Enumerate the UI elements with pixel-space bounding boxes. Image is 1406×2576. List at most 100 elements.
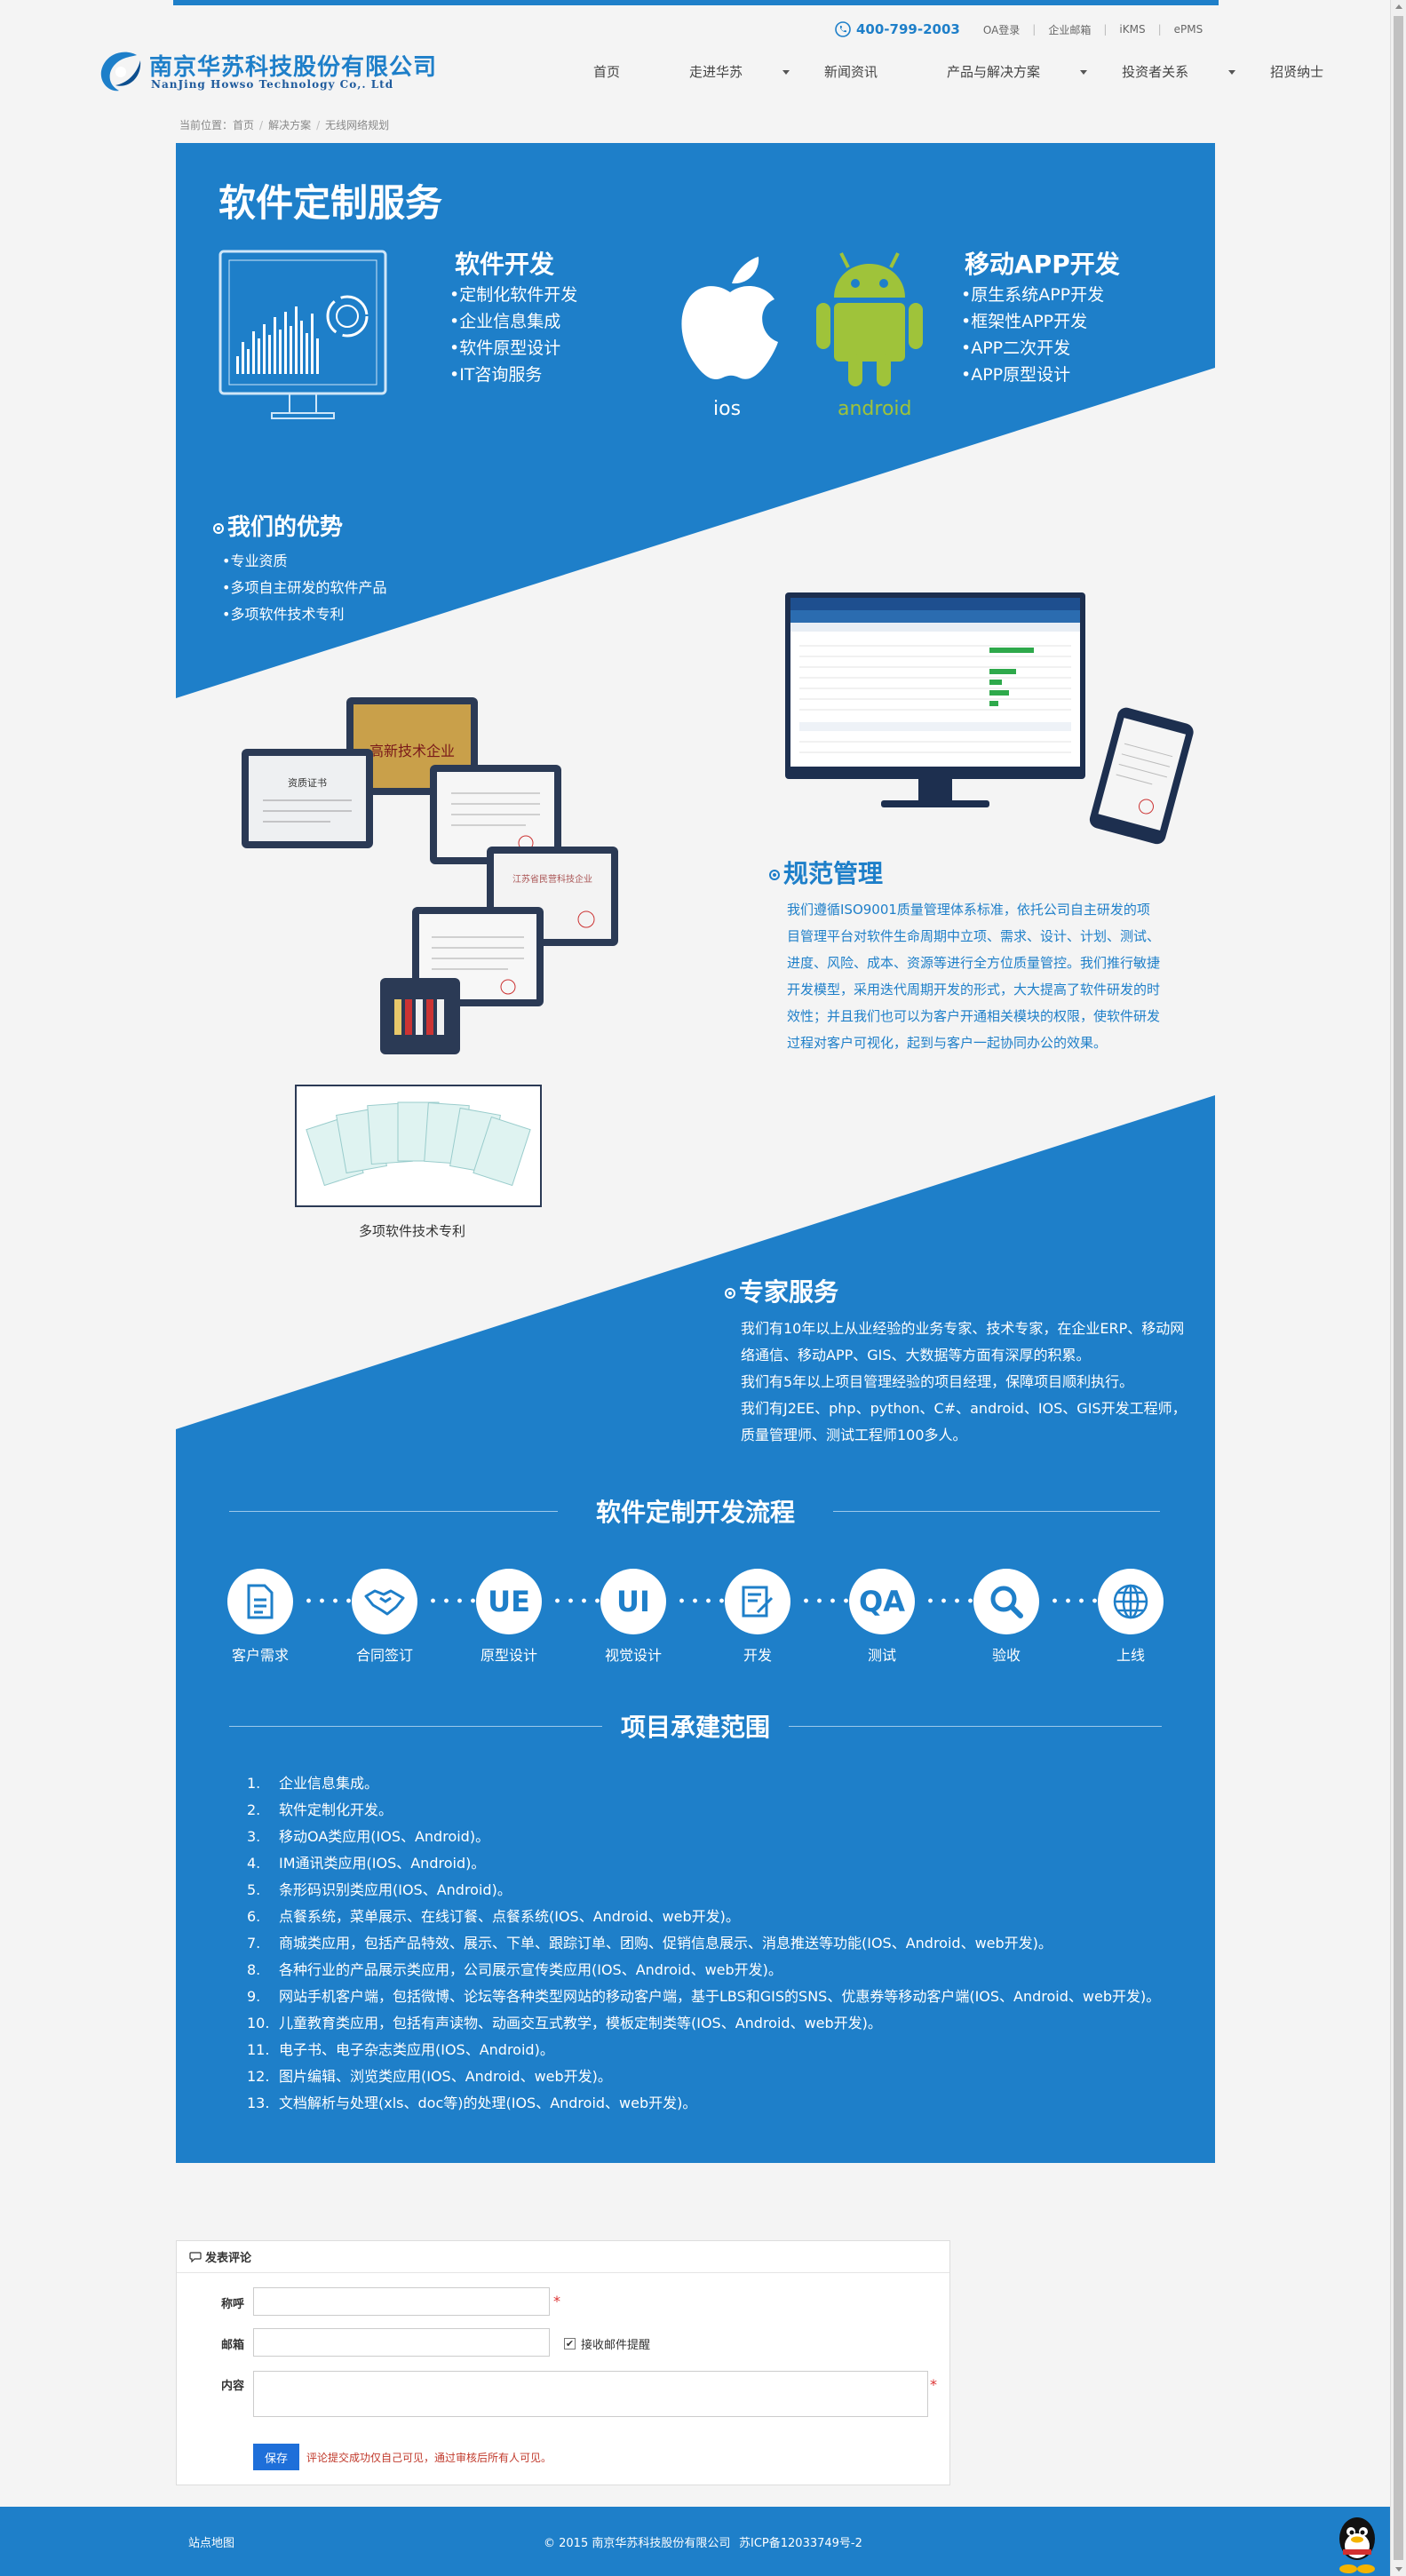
- list-item: •IT咨询服务: [449, 365, 543, 385]
- nav-item-home[interactable]: 首页: [593, 62, 655, 81]
- list-item: •软件原型设计: [449, 338, 561, 358]
- list-item: •多项软件技术专利: [222, 606, 345, 623]
- list-item: 2. 软件定制化开发。: [247, 1797, 1162, 1824]
- ue-icon: UE: [476, 1569, 542, 1634]
- dotted-connector: [426, 1598, 480, 1603]
- process-step-label: 原型设计: [480, 1647, 537, 1664]
- list-number: 12.: [247, 2068, 270, 2085]
- qq-chat-icon[interactable]: [1327, 2512, 1387, 2576]
- management-heading: 规范管理: [769, 855, 883, 890]
- scroll-down-arrow-icon[interactable]: [1395, 2567, 1402, 2572]
- save-button[interactable]: 保存: [253, 2444, 299, 2470]
- email-input[interactable]: [253, 2328, 550, 2357]
- notify-checkbox[interactable]: ✔: [564, 2338, 576, 2349]
- scrollbar-thumb[interactable]: [1394, 16, 1403, 2560]
- edit-icon: [725, 1569, 790, 1634]
- content-textarea[interactable]: [253, 2371, 928, 2417]
- dotted-connector: [799, 1598, 853, 1603]
- top-link-epms[interactable]: ePMS: [1173, 23, 1203, 36]
- nav-item-careers[interactable]: 招贤纳士: [1270, 62, 1358, 81]
- scroll-up-arrow-icon[interactable]: [1395, 4, 1402, 9]
- vertical-scrollbar[interactable]: [1390, 0, 1406, 2576]
- dotted-connector: [1048, 1598, 1101, 1603]
- android-label: android: [838, 398, 912, 420]
- dotted-connector: [675, 1598, 728, 1603]
- comment-form: 发表评论 称呼 * 邮箱 ✔ 接收邮件提醒 内容 * 保存 评论提交成功仅自己可…: [176, 2240, 950, 2485]
- divider-line: [229, 1511, 558, 1512]
- comment-note: 评论提交成功仅自己可见，通过审核后所有人可见。: [306, 2452, 552, 2464]
- page-title: 软件定制服务: [218, 181, 443, 225]
- process-step-requirements: 客户需求: [227, 1569, 293, 1665]
- breadcrumb-separator: /: [259, 119, 264, 131]
- breadcrumb-item-current: 无线网络规划: [325, 119, 390, 131]
- nav-label: 招贤纳士: [1270, 64, 1324, 80]
- phone-text: 400-799-2003: [856, 21, 960, 37]
- list-number: 13.: [247, 2095, 270, 2111]
- nav-item-investors[interactable]: 投资者关系: [1122, 62, 1236, 81]
- list-item-text: 软件定制化开发。: [279, 1801, 393, 1818]
- divider-line: [789, 1726, 1162, 1727]
- top-link-oa[interactable]: OA登录: [982, 23, 1021, 36]
- management-title: 规范管理: [783, 859, 884, 888]
- divider-line: [833, 1511, 1160, 1512]
- required-marker: *: [930, 2376, 937, 2393]
- breadcrumb-item-solutions[interactable]: 解决方案: [268, 119, 312, 131]
- globe-icon: [1098, 1569, 1164, 1634]
- expert-paragraph: 我们有J2EE、php、python、C#、android、IOS、GIS开发工…: [741, 1400, 1187, 1443]
- list-item: 12.图片编辑、浏览类应用(IOS、Android、web开发)。: [247, 2063, 1162, 2090]
- name-label: 称呼: [221, 2298, 245, 2311]
- breadcrumb-item-home[interactable]: 首页: [233, 119, 255, 131]
- nav-item-products[interactable]: 产品与解决方案: [947, 62, 1088, 81]
- monitor-chart-illustration: [218, 250, 387, 419]
- list-item-text: 网站手机客户端，包括微博、论坛等各种类型网站的移动客户端，基于LBS和GIS的S…: [279, 1988, 1161, 2005]
- logo-mark-icon: [100, 52, 141, 91]
- phone-number: 400-799-2003: [835, 21, 960, 37]
- patents-caption: 多项软件技术专利: [359, 1223, 466, 1239]
- software-dev-heading: 软件开发: [455, 250, 555, 279]
- list-item-text: 各种行业的产品展示类应用，公司展示宣传类应用(IOS、Android、web开发…: [279, 1961, 782, 1978]
- patents-image: [295, 1085, 542, 1207]
- nav-item-news[interactable]: 新闻资讯: [824, 62, 912, 81]
- email-label: 邮箱: [221, 2339, 245, 2352]
- list-item: •专业资质: [222, 553, 288, 569]
- nav-label: 走进华苏: [689, 64, 743, 80]
- list-number: 4.: [247, 1855, 261, 1872]
- comment-form-header: 发表评论: [177, 2241, 949, 2273]
- chevron-down-icon: [1228, 70, 1236, 75]
- separator: |: [1103, 23, 1108, 36]
- name-input[interactable]: [253, 2287, 550, 2316]
- sitemap-link[interactable]: 站点地图: [188, 2537, 235, 2550]
- list-number: 2.: [247, 1801, 261, 1818]
- top-link-ikms[interactable]: iKMS: [1119, 23, 1146, 36]
- blue-background-shapes: [176, 143, 1215, 2163]
- search-icon: [973, 1569, 1039, 1634]
- list-item: 7.商城类应用，包括产品特效、展示、下单、跟踪订单、团购、促销信息展示、消息推送…: [247, 1930, 1162, 1957]
- list-item-text: IM通讯类应用(IOS、Android)。: [279, 1855, 486, 1872]
- list-number: 7.: [247, 1935, 261, 1952]
- process-title: 软件定制开发流程: [595, 1498, 795, 1527]
- main-content: 软件定制服务 软件开发 •定制化软件开发 •企业信息集成 •软件原型设计 •IT…: [176, 143, 1215, 2163]
- mobile-app-heading: 移动APP开发: [965, 250, 1120, 279]
- certificate-title: 江苏省民营科技企业: [512, 873, 592, 885]
- logo[interactable]: 南京华苏科技股份有限公司 NanJing Howso Technology Co…: [98, 44, 436, 96]
- list-item-text: 移动OA类应用(IOS、Android)。: [279, 1828, 490, 1845]
- list-item: 1.企业信息集成。: [247, 1770, 1162, 1797]
- expert-paragraph: 我们有10年以上从业经验的业务专家、技术专家，在企业ERP、移动网络通信、移动A…: [741, 1320, 1185, 1364]
- process-step-launch: 上线: [1098, 1569, 1164, 1665]
- expert-title: 专家服务: [739, 1277, 839, 1307]
- certificate-title: 资质证书: [288, 777, 327, 789]
- chevron-down-icon: [1080, 70, 1088, 75]
- certificate-title: 高新技术企业: [369, 743, 455, 759]
- expert-paragraph: 我们有5年以上项目管理经验的项目经理，保障项目顺利执行。: [741, 1373, 1134, 1390]
- process-step-label: 视觉设计: [604, 1647, 662, 1664]
- dotted-connector: [302, 1598, 355, 1603]
- icp-number[interactable]: 苏ICP备12033749号-2: [739, 2537, 862, 2550]
- list-item: •多项自主研发的软件产品: [222, 579, 387, 596]
- list-item: •定制化软件开发: [449, 285, 578, 305]
- process-step-test: QA 测试: [849, 1569, 915, 1665]
- list-number: 1.: [247, 1775, 261, 1792]
- list-number: 8.: [247, 1961, 261, 1978]
- android-icon: [816, 252, 923, 386]
- top-link-mail[interactable]: 企业邮箱: [1048, 23, 1092, 36]
- nav-item-about[interactable]: 走进华苏: [689, 62, 790, 81]
